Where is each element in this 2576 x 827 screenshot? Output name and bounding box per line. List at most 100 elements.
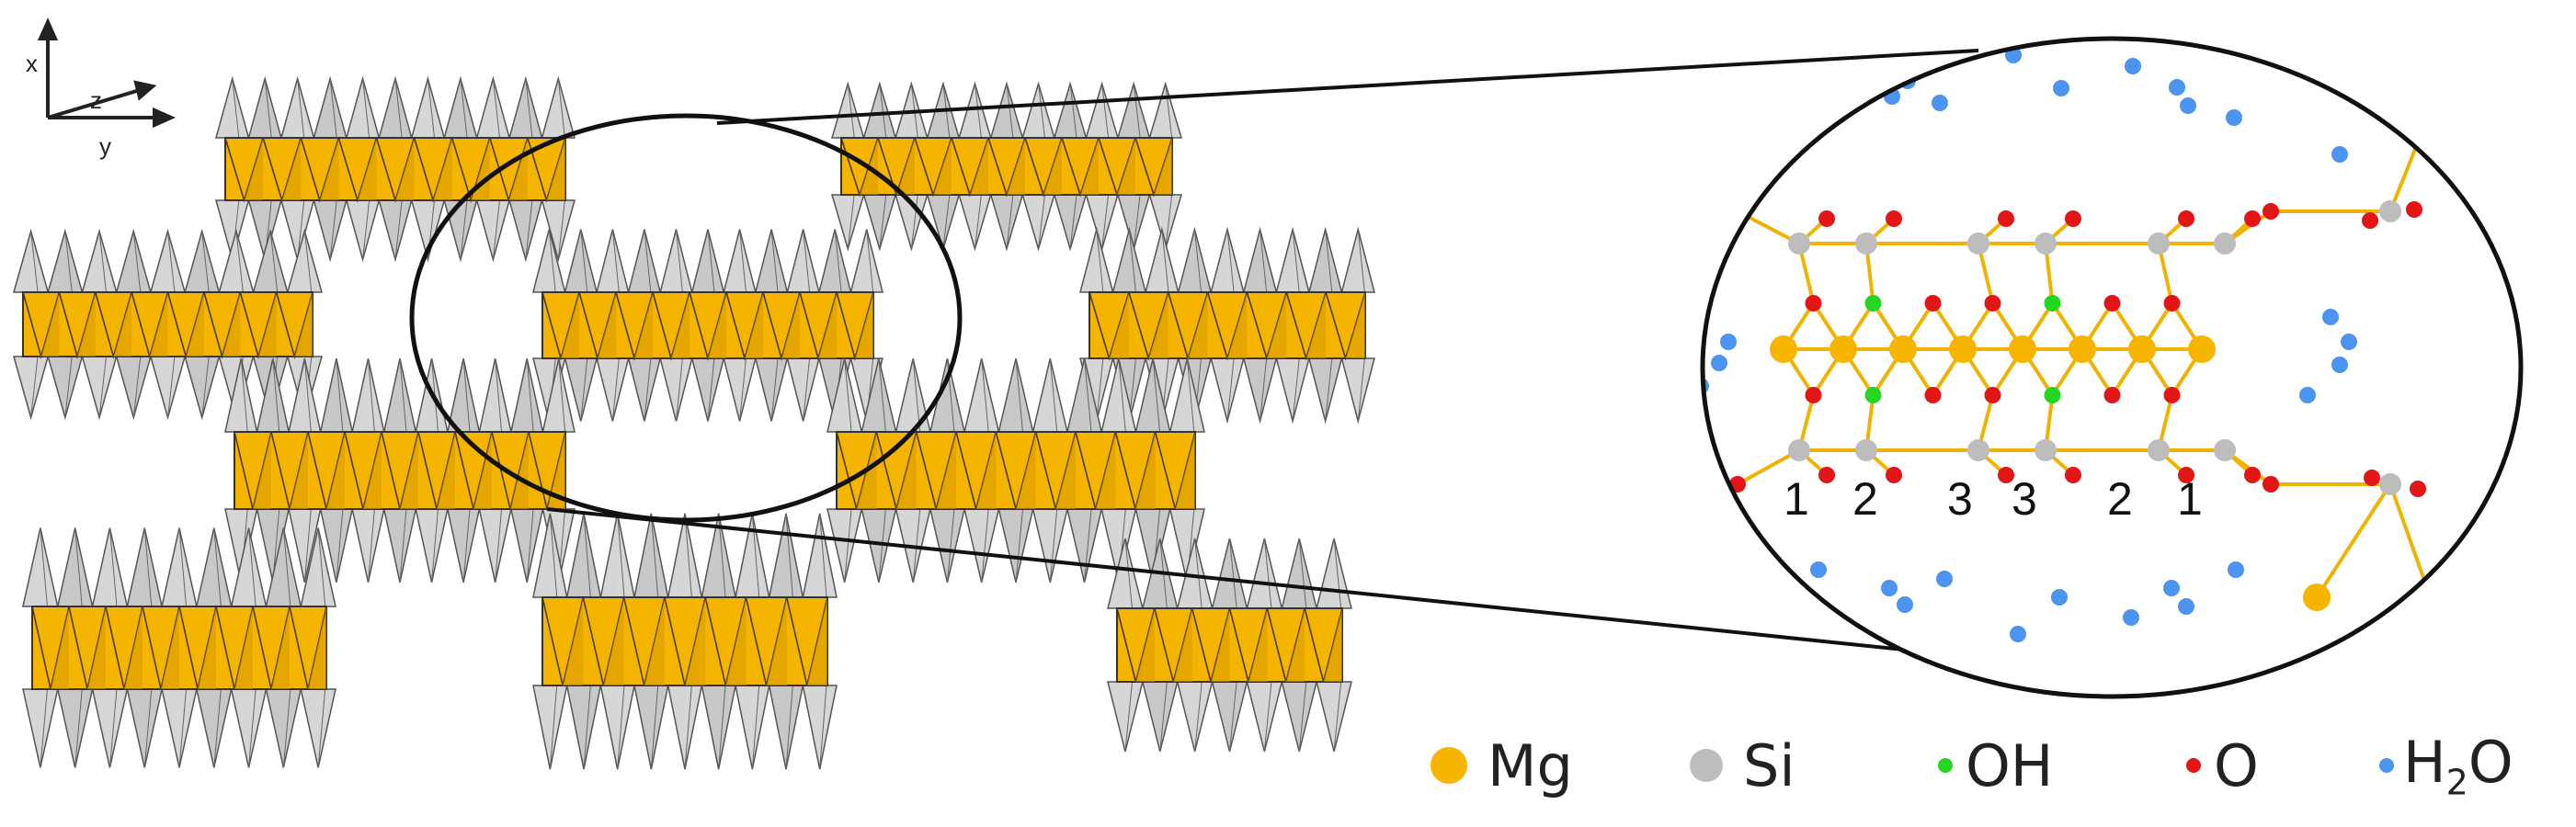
octahedron-face xyxy=(975,432,997,509)
silica-tetrahedron xyxy=(997,508,1034,583)
o-atom xyxy=(2410,481,2426,497)
tetrahedron-edge xyxy=(1124,681,1133,753)
tetrahedron-edge xyxy=(1101,194,1110,249)
tetrahedron-edge xyxy=(98,356,107,418)
o-atom xyxy=(1998,210,2014,227)
polyhedral-framework xyxy=(13,75,1375,770)
tetrahedron-edge xyxy=(303,358,312,433)
water-molecule xyxy=(1810,561,1827,578)
silica-tetrahedron xyxy=(1021,81,1055,139)
mg-atom xyxy=(2069,335,2096,363)
tetrahedron-edge xyxy=(1069,84,1077,139)
silica-tetrahedron xyxy=(627,357,662,422)
tetrahedron-edge xyxy=(269,231,279,293)
tetrahedron-edge xyxy=(248,527,256,607)
silica-tetrahedron xyxy=(667,685,703,770)
octahedron-face xyxy=(1305,292,1327,358)
o-atom xyxy=(2263,203,2279,220)
silica-tetrahedron xyxy=(929,358,966,433)
o-atom xyxy=(1818,467,1835,483)
tetrahedron-edge xyxy=(40,527,48,607)
water-molecule xyxy=(2051,589,2068,606)
octahedron-face xyxy=(1109,292,1129,358)
silica-tetrahedron xyxy=(1307,226,1343,293)
o-atom xyxy=(2362,212,2378,229)
octahedron-face xyxy=(161,606,179,689)
oh-group xyxy=(1864,295,1882,312)
z-axis-arrow xyxy=(47,88,141,119)
silica-tetrahedron xyxy=(532,685,568,770)
silica-tetrahedron xyxy=(1210,226,1245,293)
site-label: 3 xyxy=(2012,473,2037,525)
octahedron-face xyxy=(1007,138,1025,195)
octahedron-face xyxy=(1154,138,1172,195)
octahedron-face xyxy=(896,432,917,509)
octahedron-face xyxy=(77,292,96,357)
silica-tetrahedron xyxy=(91,688,129,768)
octahedron-face xyxy=(437,432,455,509)
magnified-view xyxy=(1700,36,2524,699)
legend-label-h2o: H2O xyxy=(2403,728,2513,803)
tetrahedron-edge xyxy=(317,688,326,768)
silica-tetrahedron xyxy=(1316,681,1352,753)
silica-tetrahedron xyxy=(81,228,118,293)
tetrahedron-edge xyxy=(1038,84,1045,139)
silica-tetrahedron xyxy=(22,527,59,607)
octahedron-face xyxy=(395,138,415,200)
octahedron-face xyxy=(936,432,956,509)
octahedron-face xyxy=(806,597,827,685)
tetrahedron-edge xyxy=(548,229,556,293)
silica-tetrahedron xyxy=(754,357,789,422)
tetrahedron-edge xyxy=(367,508,375,583)
o-swatch xyxy=(2186,758,2201,773)
oh-group xyxy=(2044,387,2061,403)
tetrahedron-edge xyxy=(650,685,659,770)
tetrahedron-edge xyxy=(1006,194,1014,249)
o-atom xyxy=(2103,295,2121,312)
tetrahedron-edge xyxy=(1084,508,1092,583)
site-labels: 1 2 3 3 2 1 xyxy=(1784,473,2203,525)
tetrahedron-edge xyxy=(1357,357,1365,422)
silica-tetrahedron xyxy=(826,508,863,583)
magnified-background xyxy=(1703,39,2521,697)
tetrahedron-edge xyxy=(394,199,403,260)
tetrahedron-edge xyxy=(1069,194,1077,249)
legend-label-o: O xyxy=(2214,731,2259,799)
tetrahedron-edge xyxy=(1101,84,1110,139)
tetrahedron-edge xyxy=(297,78,305,139)
silica-tetrahedron xyxy=(1211,681,1248,753)
tetrahedron-edge xyxy=(1292,357,1300,422)
water-molecule xyxy=(2228,561,2244,578)
silica-tetrahedron xyxy=(279,75,315,139)
silica-tetrahedron xyxy=(508,199,543,263)
tetrahedron-edge xyxy=(1194,681,1203,753)
octahedron-face xyxy=(433,138,452,200)
o-atom xyxy=(2178,467,2194,483)
octahedron-face xyxy=(671,292,690,358)
o-atom xyxy=(1984,295,2001,312)
o-atom xyxy=(1924,387,1942,403)
silica-tetrahedron xyxy=(230,688,268,768)
octahedron-face xyxy=(745,292,763,358)
tetrahedron-edge xyxy=(108,527,118,607)
tetrahedron-edge xyxy=(1194,538,1203,609)
tetrahedron-edge xyxy=(583,685,591,770)
silica-tetrahedron xyxy=(126,688,164,768)
tetrahedron-edge xyxy=(981,358,989,433)
octahedron-face xyxy=(1266,292,1287,358)
tetrahedron-edge xyxy=(1229,681,1237,753)
tetrahedron-edge xyxy=(912,358,921,433)
legend-label-mg: Mg xyxy=(1487,731,1573,799)
octahedron-face xyxy=(473,432,492,509)
tetrahedron-edge xyxy=(557,199,565,260)
silica-tetrahedron xyxy=(149,356,187,421)
tetrahedron-edge xyxy=(1325,229,1333,293)
o-atom xyxy=(1818,210,1835,227)
silica-tetrahedron xyxy=(754,229,789,293)
connector-bottom xyxy=(546,507,1976,659)
tetrahedron-edge xyxy=(460,78,468,139)
octahedron-face xyxy=(603,597,624,685)
octahedron-face xyxy=(290,432,308,509)
o-atom xyxy=(1886,210,1902,227)
silica-tetrahedron xyxy=(313,199,348,263)
